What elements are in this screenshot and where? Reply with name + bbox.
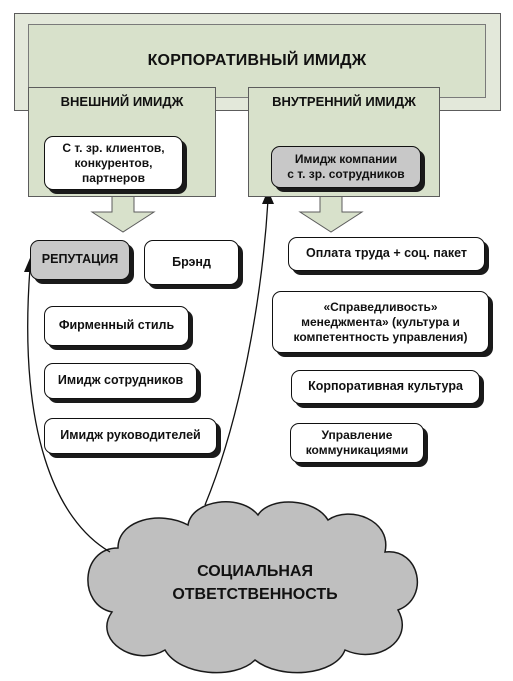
- corporate-style-box: Фирменный стиль: [44, 306, 189, 346]
- communications-line-1: Управление: [321, 428, 393, 442]
- fairness-line-3: компетентность управления): [293, 329, 468, 344]
- internal-source-line-2: с т. зр. сотрудников: [287, 167, 405, 181]
- employee-image-box: Имидж сотрудников: [44, 363, 197, 399]
- external-source-line-2: конкурентов,: [74, 155, 153, 170]
- cloud-shape: [87, 501, 418, 674]
- internal-source-box: Имидж компании с т. зр. сотрудников: [271, 146, 421, 188]
- external-source-line-3: партнеров: [82, 170, 145, 185]
- leader-image-box: Имидж руководителей: [44, 418, 217, 454]
- internal-source-line-1: Имидж компании: [294, 152, 398, 166]
- cloud-to-reputation-arrow: [27, 267, 111, 553]
- fairness-line-2: менеджмента» (культура и: [301, 314, 460, 329]
- fairness-box: «Справедливость» менеджмента» (культура …: [272, 291, 489, 353]
- social-responsibility-label: СОЦИАЛЬНАЯ ОТВЕТСТВЕННОСТЬ: [150, 560, 360, 606]
- external-source-box: С т. зр. клиентов, конкурентов, партнеро…: [44, 136, 183, 190]
- cloud-to-internal-arrow: [204, 199, 269, 506]
- diagram-title: КОРПОРАТИВНЫЙ ИМИДЖ: [147, 52, 367, 69]
- external-down-arrow: [90, 195, 156, 233]
- internal-down-arrow: [298, 195, 364, 233]
- cloud-line-2: ОТВЕТСТВЕННОСТЬ: [172, 586, 338, 604]
- communications-line-2: коммуникациями: [305, 443, 409, 457]
- external-source-line-1: С т. зр. клиентов,: [62, 140, 165, 155]
- external-image-header: ВНЕШНИЙ ИМИДЖ: [60, 94, 184, 109]
- cloud-to-internal-arrowhead: [262, 190, 274, 204]
- fairness-line-1: «Справедливость»: [323, 299, 438, 314]
- corporate-culture-box: Корпоративная культура: [291, 370, 480, 404]
- reputation-box: РЕПУТАЦИЯ: [30, 240, 130, 280]
- pay-box: Оплата труда + соц. пакет: [288, 237, 485, 271]
- cloud-line-1: СОЦИАЛЬНАЯ: [197, 563, 313, 580]
- brand-box: Брэнд: [144, 240, 239, 285]
- communications-box: Управление коммуникациями: [290, 423, 424, 463]
- internal-image-header: ВНУТРЕННИЙ ИМИДЖ: [272, 94, 416, 109]
